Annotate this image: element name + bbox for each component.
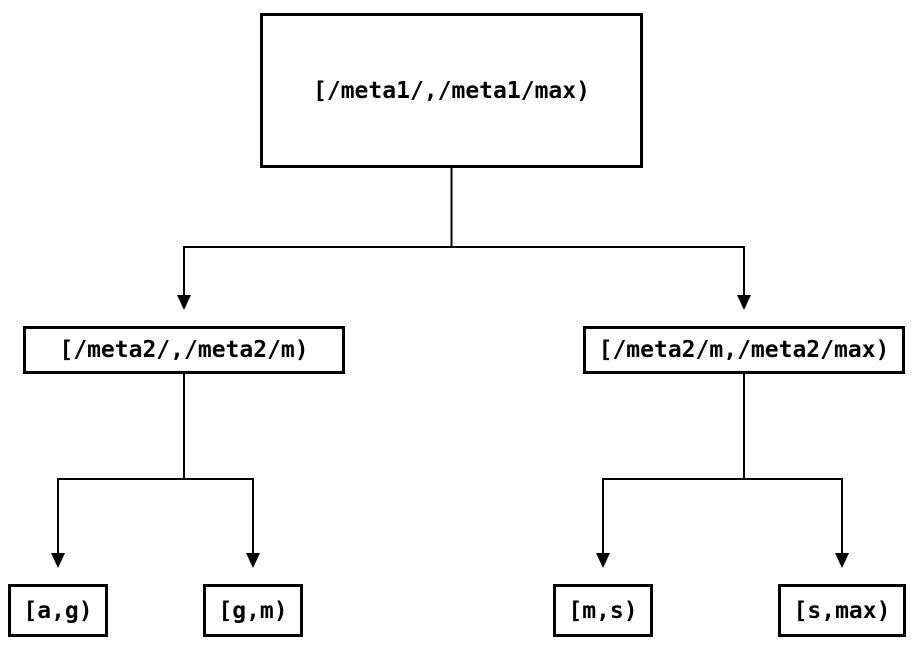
node-root-label: [/meta1/,/meta1/max) bbox=[313, 77, 590, 104]
node-leaf-gm: [g,m) bbox=[203, 584, 303, 637]
node-mid-right: [/meta2/m,/meta2/max) bbox=[583, 326, 905, 374]
arrowhead-icon bbox=[737, 295, 751, 310]
arrowhead-icon bbox=[51, 553, 65, 568]
node-leaf-ag: [a,g) bbox=[8, 584, 108, 637]
arrowhead-icon bbox=[596, 553, 610, 568]
node-mid-left: [/meta2/,/meta2/m) bbox=[23, 326, 345, 374]
node-mid-left-label: [/meta2/,/meta2/m) bbox=[59, 337, 309, 363]
edge-line bbox=[602, 374, 745, 553]
node-leaf-ag-label: [a,g) bbox=[23, 597, 93, 624]
arrowhead-icon bbox=[246, 553, 260, 568]
edge-line bbox=[743, 374, 843, 553]
node-leaf-ms: [m,s) bbox=[553, 584, 653, 637]
node-leaf-ms-label: [m,s) bbox=[568, 597, 638, 624]
node-leaf-gm-label: [g,m) bbox=[218, 597, 288, 624]
node-mid-right-label: [/meta2/m,/meta2/max) bbox=[598, 337, 890, 363]
arrowhead-icon bbox=[835, 553, 849, 568]
edge-line bbox=[183, 168, 453, 295]
node-leaf-smax-label: [s,max) bbox=[793, 597, 891, 624]
arrowhead-icon bbox=[177, 295, 191, 310]
edge-line bbox=[183, 374, 254, 553]
node-leaf-smax: [s,max) bbox=[778, 584, 906, 637]
edge-line bbox=[57, 374, 185, 553]
node-root: [/meta1/,/meta1/max) bbox=[260, 13, 643, 168]
edge-line bbox=[450, 168, 745, 295]
